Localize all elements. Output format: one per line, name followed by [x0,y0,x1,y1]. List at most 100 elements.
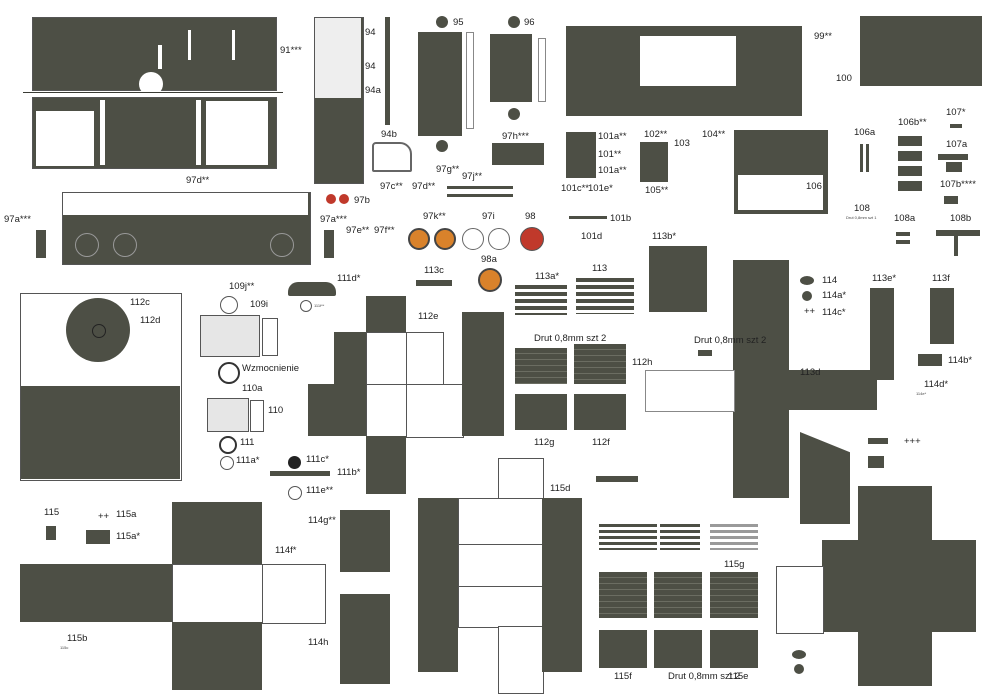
part-109-block [200,315,260,357]
part-114h-pins [596,476,638,482]
part-111g [649,246,707,312]
label-97h: 97h*** [502,131,529,142]
label-98a: 98a [481,254,497,265]
part-114g-rails [599,524,657,550]
part-109c-block [207,398,249,432]
part-101-box [566,132,596,178]
label-103: 103 [674,138,690,149]
part-107b [944,196,958,204]
part-114-right [542,498,582,672]
part-97-window-3 [232,30,235,60]
label-97: 97d** [186,175,210,186]
part-109c-side [250,400,264,432]
label-109b: Wzmocnienie [242,363,300,374]
part-95-strip [466,32,474,129]
label-94a: 94a [365,85,381,96]
label-101a-2: 101a** [598,165,627,176]
label-108a: 108a [894,213,916,224]
label-111f: 113a* [535,271,560,282]
part-106-window [738,175,823,210]
label-108: 108 [854,203,870,214]
label-109j: 111e** [306,485,334,496]
label-97a-right: 97a*** [320,214,347,225]
label-113c: 115 [44,507,60,518]
part-114a [710,630,758,668]
part-110-bottom [21,386,180,479]
part-115-left [822,540,858,632]
part-106a-rod-1 [860,144,863,172]
part-97-window-1 [158,45,162,69]
part-109i-ring [300,300,312,312]
part-97b-dots-2 [339,194,349,204]
label-113b: 114h [308,637,329,648]
label-113a: 114g** [308,515,336,526]
part-111-bottom [366,436,406,494]
part-107 [950,124,962,128]
mark-112g: ++ [804,306,816,317]
label-108b: 108b [950,213,972,224]
part-111-mid-w2 [406,384,464,438]
part-110a-hub [92,324,106,338]
label-112d: 114 [822,275,838,286]
label-111: 112e [418,311,439,322]
part-114b [654,630,702,668]
label-101c: 101c** [561,183,589,194]
part-96-strip [538,38,546,102]
label-97a-left: 97a*** [4,214,31,225]
part-112-bottom [733,412,789,498]
part-114c [599,630,647,668]
label-107: 107* [946,107,966,118]
label-113d: 115a* [116,531,141,542]
label-101b: 101b [610,213,632,224]
label-111h: 113c [424,265,444,276]
part-98a [478,268,502,292]
part-97-window-2 [188,30,191,60]
part-114-c3 [458,586,544,628]
label-97f: 97f** [374,225,395,236]
label-107a: 107a [946,139,968,150]
label-114a: 115e [728,671,749,682]
part-112f [918,354,942,366]
part-108a-2 [896,240,910,244]
label-97c: 97c** [380,181,403,192]
label-109e: 111 [240,437,255,448]
label-99: 99** [814,31,832,42]
part-111h-pins [416,280,452,286]
part-97k-lamp-2 [434,228,456,250]
label-110: 112c [130,297,150,308]
part-113a [340,510,390,572]
part-115-top [858,486,932,540]
part-97-right-block [205,100,269,166]
part-115-bottom [858,632,932,686]
part-114g-rails-b [660,524,700,550]
label-106: 106 [806,181,822,192]
label-112f: 114b* [948,355,973,366]
part-97h [492,143,544,165]
part-94-rod [385,17,390,125]
label-97j: 97i [482,211,495,222]
part-96-cap [508,16,520,28]
part-115-center [858,540,932,632]
label-109i: 111d* [337,273,361,284]
label-100: 100 [836,73,852,84]
part-99-window [640,36,736,86]
part-112e [802,291,812,301]
part-97a-wheel-3 [270,233,294,257]
part-97j-ring-2 [488,228,510,250]
note-112h: 114e* [916,391,927,396]
part-111d [515,348,567,384]
label-104: 104** [702,129,726,140]
part-109f-ring [220,456,234,470]
part-106b-2 [898,151,922,161]
part-114-c1 [458,498,544,546]
note-108: Drut 0,8mm szt 1 [846,215,877,220]
label-110a: 112d [140,315,161,326]
label-114: 115d [550,483,571,494]
label-106b: 106b** [898,117,927,128]
part-114-left [418,498,458,672]
part-109j-ring [288,486,302,500]
label-109h: 111c* [306,454,329,465]
part-112c [698,350,712,356]
part-100 [860,16,982,86]
label-105: 105** [645,185,669,196]
